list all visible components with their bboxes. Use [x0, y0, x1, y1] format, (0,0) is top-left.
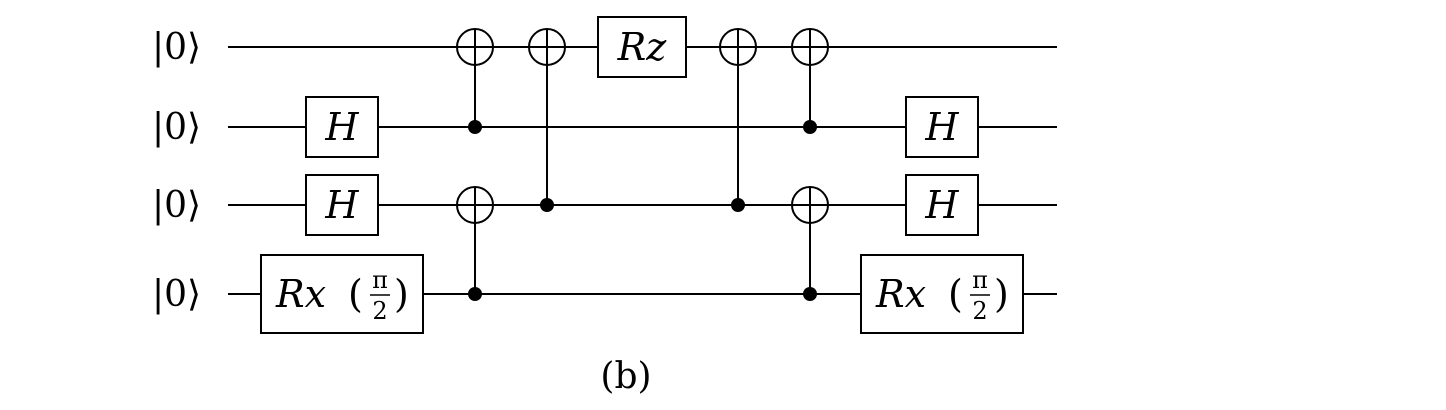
- rx-close-paren: ): [394, 272, 409, 316]
- gate-box: [860, 254, 1024, 334]
- cnot-control-dot: [468, 120, 482, 134]
- rx-angle-numerator: π: [372, 266, 388, 294]
- cnot-control-dot: [803, 287, 817, 301]
- qubit-labels: |0⟩ |0⟩ |0⟩ |0⟩: [152, 27, 201, 315]
- rx-angle-denominator: 2: [972, 297, 987, 325]
- rx-gate-name: Rx: [875, 272, 926, 316]
- rx-gate-name: Rx: [275, 272, 326, 316]
- qubit-3-label: |0⟩: [152, 274, 201, 315]
- gate-rx-q3: Rx ( π 2): [860, 254, 1024, 334]
- gate-box: [905, 96, 979, 158]
- rx-open-paren: (: [348, 272, 363, 316]
- cnot-control-dot: [731, 198, 745, 212]
- cnot-control-dot: [540, 198, 554, 212]
- rx-close-paren: ): [994, 272, 1009, 316]
- gate-box: [305, 96, 379, 158]
- cnot-c1-t0: [456, 28, 494, 134]
- gate-label: Rz: [617, 25, 668, 69]
- gate-rx-q3: Rx ( π 2): [260, 254, 424, 334]
- cnot-c2-t0: [528, 28, 566, 212]
- gate-box: [305, 174, 379, 236]
- cnot-c3-t2: [456, 186, 494, 301]
- cnot-control-dot: [803, 120, 817, 134]
- gate-h-q1: H: [305, 96, 379, 158]
- cnot-c1-t0: [791, 28, 829, 134]
- gate-box: [597, 16, 687, 78]
- gate-box: [905, 174, 979, 236]
- cnot-control-dot: [468, 287, 482, 301]
- qubit-1-label: |0⟩: [152, 107, 201, 148]
- rx-angle-denominator: 2: [372, 297, 387, 325]
- gate-box: [260, 254, 424, 334]
- rx-open-paren: (: [948, 272, 963, 316]
- gate-label: H: [324, 183, 359, 227]
- gate-label: H: [324, 105, 359, 149]
- cnot-c2-t0: [719, 28, 757, 212]
- cnot-c3-t2: [791, 186, 829, 301]
- gate-h-q1: H: [905, 96, 979, 158]
- qubit-2-label: |0⟩: [152, 185, 201, 226]
- rx-angle-numerator: π: [972, 266, 988, 294]
- qubit-0-label: |0⟩: [152, 27, 201, 68]
- gate-h-q2: H: [905, 174, 979, 236]
- gate-label: H: [924, 105, 959, 149]
- gate-h-q2: H: [305, 174, 379, 236]
- gate-rz-q0: Rz: [597, 16, 687, 78]
- figure-caption: (b): [600, 356, 651, 397]
- gate-label: H: [924, 183, 959, 227]
